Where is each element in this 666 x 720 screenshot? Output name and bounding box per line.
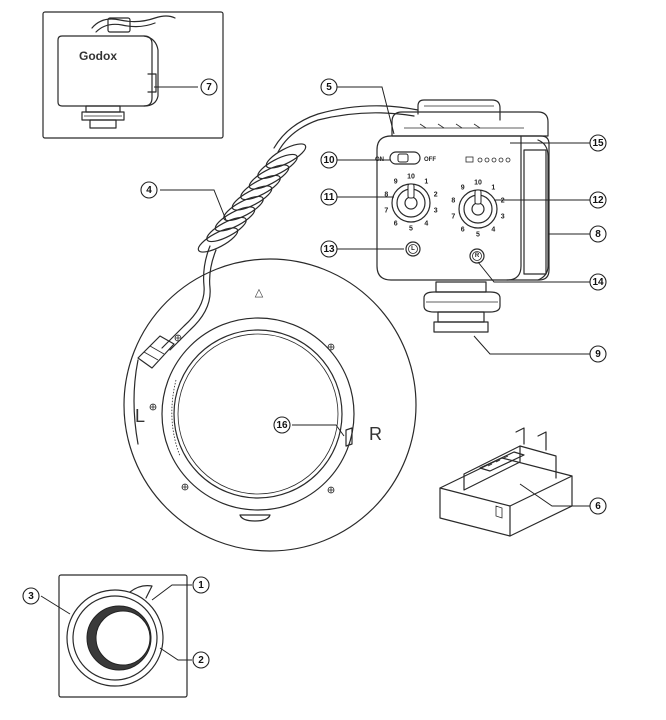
svg-text:1: 1 (198, 580, 204, 591)
svg-text:12: 12 (592, 195, 604, 206)
dial-number: 6 (461, 227, 465, 234)
svg-text:13: 13 (323, 244, 335, 255)
dial-number: 9 (394, 179, 398, 186)
callout-c1: 1 (192, 576, 210, 594)
dial-number: 9 (461, 185, 465, 192)
inset-adapter-ring (58, 574, 188, 698)
dial-number: 4 (491, 227, 495, 234)
dial-number: 2 (501, 198, 505, 205)
callout-c8: 8 (589, 225, 607, 243)
svg-text:15: 15 (592, 138, 604, 149)
callout-c3: 3 (22, 587, 40, 605)
dial-number: 3 (501, 214, 505, 221)
callout-c7: 7 (200, 78, 218, 96)
callout-c4: 4 (140, 181, 158, 199)
coiled-cable (161, 105, 419, 351)
coil-loop (240, 174, 281, 201)
callout-c15: 15 (589, 134, 607, 152)
left-dial-scale: 10 12 34 5 67 89 (384, 174, 437, 233)
ring-left-mark: L (135, 406, 145, 426)
dial-number: 7 (384, 208, 388, 215)
callout-c11: 11 (320, 188, 338, 206)
dial-number: 8 (451, 198, 455, 205)
dial-number: 7 (451, 214, 455, 221)
callout-c6: 6 (589, 497, 607, 515)
callout-c2: 2 (192, 651, 210, 669)
svg-text:8: 8 (595, 229, 601, 240)
indicator-lights (465, 156, 511, 163)
dial-number: 1 (424, 179, 428, 186)
callout-c16: 16 (273, 416, 291, 434)
left-button-label: L (411, 246, 415, 252)
switch-off-label: OFF (424, 157, 436, 163)
svg-text:4: 4 (146, 185, 152, 196)
svg-text:6: 6 (595, 501, 601, 512)
ring-top-mark: △ (255, 287, 264, 299)
coil-loop (248, 164, 290, 190)
callout-c12: 12 (589, 191, 607, 209)
leader-lines (40, 86, 590, 661)
left-power-dial[interactable] (391, 183, 431, 223)
mount-screws (149, 334, 335, 494)
dial-number: 8 (384, 192, 388, 199)
svg-text:3: 3 (28, 591, 34, 602)
callout-c5: 5 (320, 78, 338, 96)
right-power-dial[interactable] (458, 189, 498, 229)
coil-loop (214, 206, 256, 232)
svg-text:14: 14 (592, 277, 604, 288)
battery-charger (439, 427, 573, 537)
right-test-button[interactable]: R (469, 248, 485, 264)
coil-loop (197, 227, 239, 253)
power-switch[interactable] (389, 151, 421, 165)
callout-c10: 10 (320, 151, 338, 169)
svg-text:10: 10 (323, 155, 335, 166)
ring-right-mark: R (369, 424, 382, 444)
dial-number: 1 (491, 185, 495, 192)
dial-number: 5 (409, 226, 413, 233)
svg-text:5: 5 (326, 82, 332, 93)
svg-text:11: 11 (324, 192, 335, 203)
svg-text:2: 2 (198, 655, 204, 666)
ring-flash: △ L R (123, 258, 417, 552)
svg-text:7: 7 (206, 82, 212, 93)
svg-text:9: 9 (595, 349, 601, 360)
callout-c13: 13 (320, 240, 338, 258)
coil-loop (231, 185, 273, 211)
svg-text:16: 16 (276, 420, 288, 431)
coil-loop (206, 216, 247, 243)
coil-loop (223, 195, 264, 222)
dial-number: 10 (474, 180, 482, 187)
dial-number: 2 (434, 192, 438, 199)
dial-number: 3 (434, 208, 438, 215)
inset-controller-side: Godox (42, 11, 224, 139)
callout-c14: 14 (589, 273, 607, 291)
right-dial-scale: 10 12 34 5 67 89 (451, 180, 504, 239)
coil-loop (257, 153, 298, 180)
dial-number: 6 (394, 221, 398, 228)
dial-number: 5 (476, 232, 480, 239)
dial-number: 4 (424, 221, 428, 228)
callout-c9: 9 (589, 345, 607, 363)
brand-logo: Godox (79, 49, 117, 63)
left-test-button[interactable]: L (405, 241, 421, 257)
coil-loop (265, 143, 307, 169)
dial-number: 10 (407, 174, 415, 181)
right-button-label: R (475, 253, 480, 259)
